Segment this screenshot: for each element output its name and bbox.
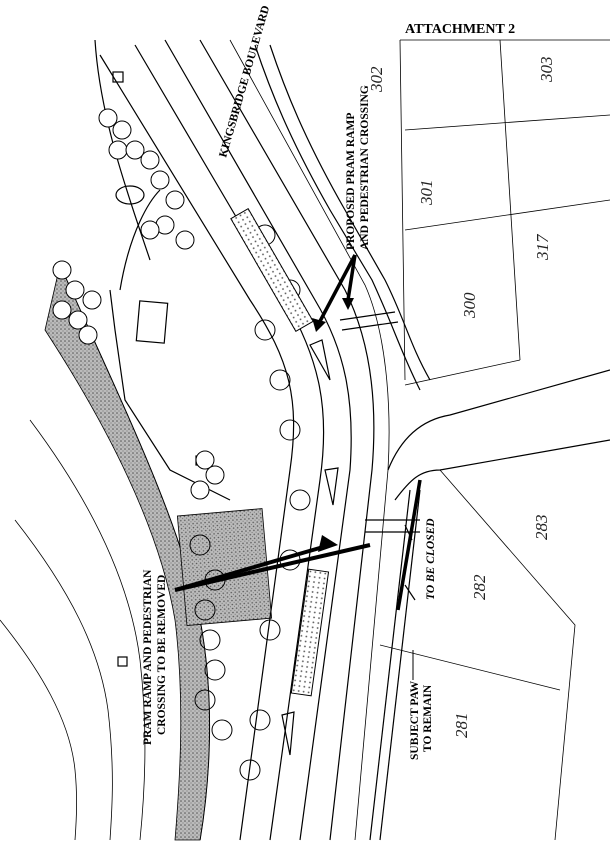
lot-301: 301	[417, 180, 436, 207]
open-space-track	[0, 263, 211, 841]
tree-symbol	[279, 419, 301, 441]
lot-283: 283	[532, 515, 551, 541]
tree-symbol	[289, 489, 311, 511]
lot-303: 303	[537, 57, 556, 84]
tree-symbol	[98, 108, 118, 128]
tree-symbol	[194, 689, 216, 711]
removed-crossing-label-1: PRAM RAMP AND PEDESTRIAN	[142, 569, 154, 745]
tree-symbol	[165, 190, 185, 210]
tree-symbol	[68, 310, 88, 330]
tree-symbol	[175, 230, 195, 250]
tree-symbol	[249, 709, 271, 731]
tree-symbol	[189, 534, 211, 556]
lot-boundaries	[379, 39, 610, 841]
tree-symbol	[125, 140, 145, 160]
tree-symbol	[108, 140, 128, 160]
tree-symbol	[190, 480, 210, 500]
proposed-crossing-label-2: AND PEDESTRIAN CROSSING	[359, 85, 371, 250]
tree-symbol	[259, 619, 281, 641]
tree-symbol	[204, 659, 226, 681]
tree-symbol	[78, 325, 98, 345]
tree-symbol	[140, 150, 160, 170]
annotation-arrows	[174, 254, 422, 611]
proposed-crossing-label-1: PROPOSED PRAM RAMP	[345, 113, 357, 250]
tree-symbol	[199, 629, 221, 651]
tree-symbol	[254, 319, 276, 341]
trees	[52, 108, 316, 781]
attachment-title: ATTACHMENT 2	[405, 22, 515, 37]
tree-symbol	[195, 450, 215, 470]
lot-281: 281	[452, 713, 471, 739]
tree-symbol	[205, 465, 225, 485]
tree-symbol	[82, 290, 102, 310]
street-name-label: KINGSBRIDGE BOULEVARD	[217, 4, 272, 159]
tree-symbol	[52, 260, 72, 280]
subject-paw-label-1: SUBJECT PAW	[409, 680, 421, 760]
tree-symbol	[211, 719, 233, 741]
kingsbridge-boulevard-road	[99, 39, 610, 841]
tree-symbol	[140, 220, 160, 240]
to-be-closed-label: TO BE CLOSED	[425, 518, 437, 600]
tree-symbol	[65, 280, 85, 300]
tree-symbol	[269, 369, 291, 391]
tree-symbol	[112, 120, 132, 140]
tree-symbol	[150, 170, 170, 190]
removed-crossing-label-2: CROSSING TO BE REMOVED	[156, 575, 168, 735]
tree-symbol	[52, 300, 72, 320]
tree-symbol	[239, 759, 261, 781]
tree-symbol	[194, 599, 216, 621]
lot-282: 282	[470, 574, 489, 600]
lot-300: 300	[460, 292, 479, 319]
lot-317: 317	[533, 233, 552, 261]
lot-302: 302	[367, 66, 386, 93]
subject-paw-label-2: TO REMAIN	[422, 684, 434, 752]
